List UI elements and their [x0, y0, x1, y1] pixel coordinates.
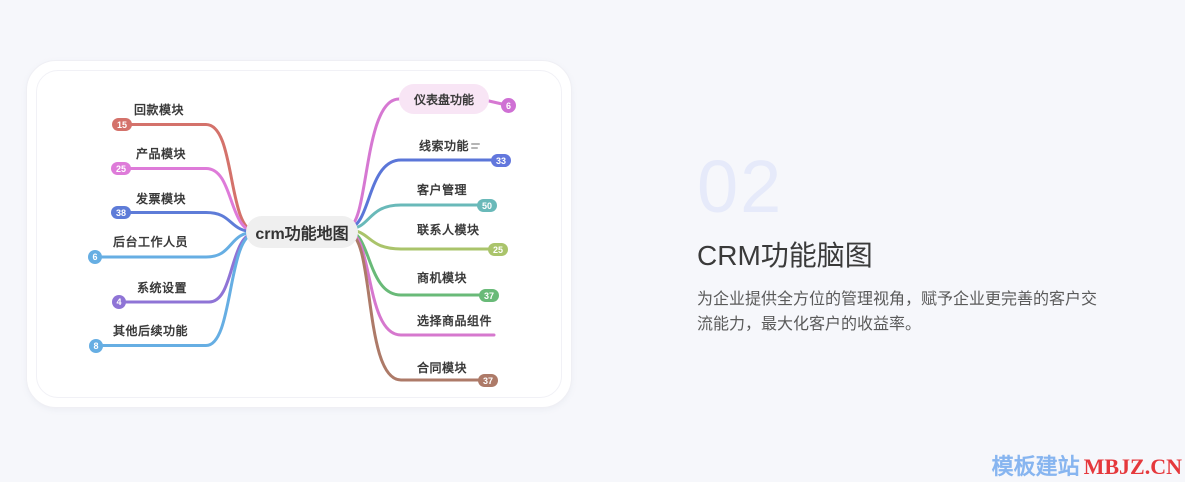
- section-title: CRM功能脑图: [697, 240, 873, 271]
- branch-label: 后台工作人员: [113, 235, 189, 249]
- count-badge: 6: [88, 250, 102, 264]
- branch-label: 联系人模块: [417, 223, 480, 237]
- branch-label: 系统设置: [137, 281, 188, 295]
- highlighted-branch-node: 仪表盘功能: [399, 84, 489, 114]
- branch-label: 产品模块: [136, 147, 187, 161]
- mindmap-card: crm功能地图 回款模块 15 产品模块 25 发票模块 38 后台工作人员 6…: [26, 60, 572, 408]
- section-index: 02: [697, 145, 784, 228]
- count-badge: 25: [488, 243, 508, 256]
- watermark-site-name: 模板建站: [991, 454, 1080, 479]
- watermark-domain: MBJZ.CN: [1083, 454, 1182, 479]
- branch-label: 其他后续功能: [113, 324, 189, 338]
- branch-label: 合同模块: [417, 361, 468, 375]
- branch-label: 商机模块: [417, 271, 468, 285]
- count-badge: 37: [478, 374, 498, 387]
- count-badge: 4: [112, 295, 126, 309]
- count-badge: 38: [111, 206, 131, 219]
- count-badge: 6: [501, 98, 516, 113]
- count-badge: 8: [89, 339, 103, 353]
- connector-line: [346, 231, 480, 382]
- branch-label: 发票模块: [136, 192, 187, 206]
- count-badge: 37: [479, 289, 499, 302]
- section-description: 为企业提供全方位的管理视角，赋予企业更完善的客户交流能力，最大化客户的收益率。: [697, 291, 1098, 333]
- branch-label: 回款模块: [134, 103, 185, 117]
- count-badge: 50: [477, 199, 497, 212]
- branch-label: 选择商品组件: [417, 314, 493, 328]
- branch-label: 线索功能: [419, 139, 470, 153]
- mindmap-root-node: crm功能地图: [246, 216, 358, 248]
- count-badge: 33: [491, 154, 511, 167]
- count-badge: 15: [112, 118, 132, 131]
- branch-label: 客户管理: [417, 183, 468, 197]
- connector-line: [101, 231, 258, 347]
- lines-icon: [471, 143, 480, 149]
- count-badge: 25: [111, 162, 131, 175]
- connector-line: [487, 99, 504, 106]
